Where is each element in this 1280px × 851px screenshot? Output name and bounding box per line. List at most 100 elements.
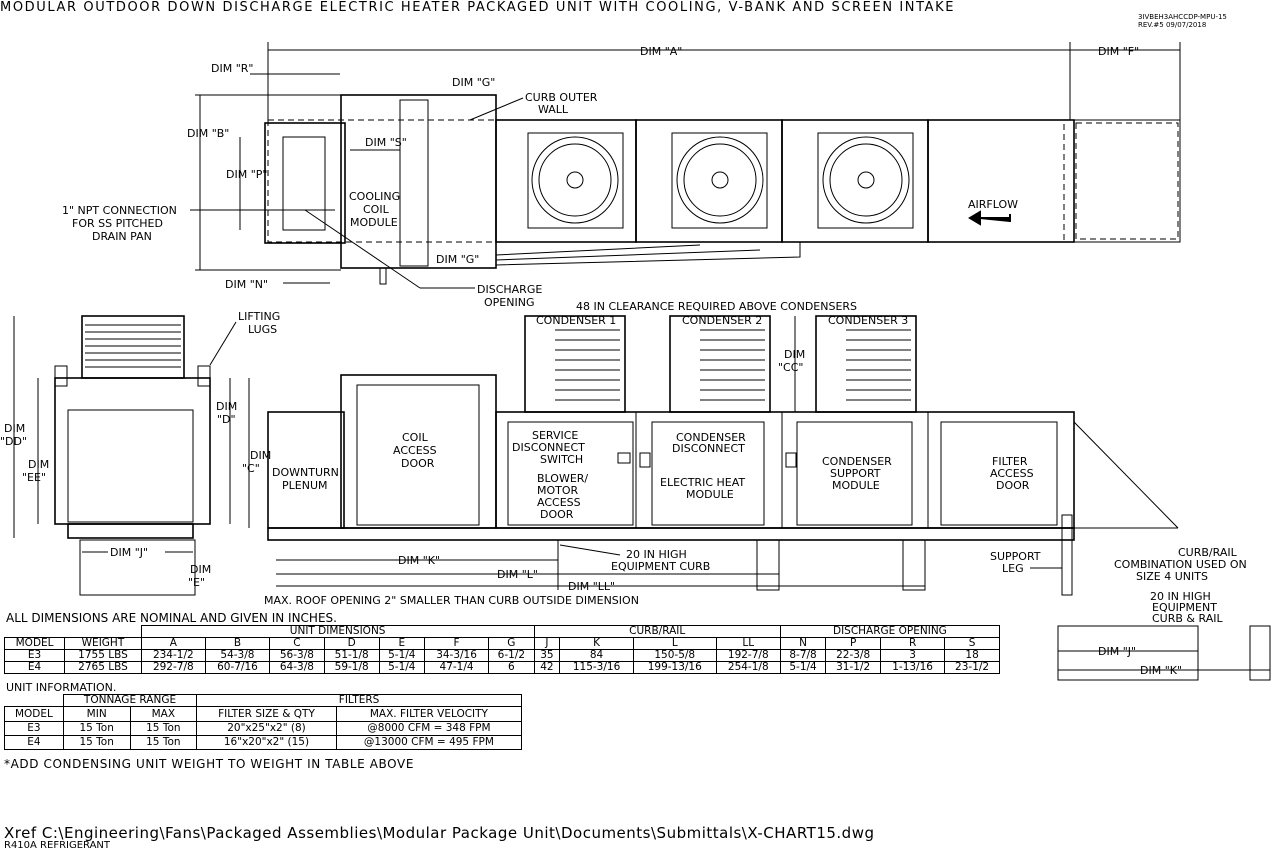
dim-cc-label: DIM [784, 348, 805, 361]
table-cell: 22-3/8 [825, 649, 882, 662]
dim-c-value: "C" [242, 462, 260, 475]
table-cell: 20"x25"x2" (8) [196, 721, 337, 736]
table-cell: 47-1/4 [423, 661, 490, 674]
support-leg-2: LEG [1002, 562, 1024, 575]
curb-rail-title-3: SIZE 4 UNITS [1136, 570, 1208, 583]
column-header: WEIGHT [64, 637, 142, 650]
dim-ee-label: DIM [28, 458, 49, 471]
table-cell: 2765 LBS [64, 661, 142, 674]
column-header: R [880, 637, 946, 650]
table-cell: 15 Ton [62, 735, 131, 750]
table-cell: 292-7/8 [140, 661, 206, 674]
table-cell: 15 Ton [62, 721, 131, 736]
filter-access-3: DOOR [996, 479, 1030, 492]
blower-door-label: DOOR [540, 508, 574, 521]
dim-table-note: ALL DIMENSIONS ARE NOMINAL AND GIVEN IN … [6, 611, 337, 625]
table-row: MODEL MIN MAX FILTER SIZE & QTY MAX. FIL… [4, 706, 523, 722]
blower-label: BLOWER/ [537, 472, 588, 485]
wall-label: WALL [538, 103, 569, 116]
dim-dd-value: "DD" [0, 435, 27, 448]
dim-dd-label: DIM [4, 422, 25, 435]
curb-rail-label-1: 20 IN HIGH [1150, 590, 1211, 603]
motor-label: MOTOR [537, 484, 579, 497]
dim-d-label: DIM [216, 400, 237, 413]
column-header: MODEL [4, 706, 64, 722]
switch-label: SWITCH [540, 453, 583, 466]
dim-ll-label: DIM "LL" [568, 580, 615, 593]
table-cell: 5-1/4 [378, 661, 425, 674]
group-header: CURB/RAIL [533, 625, 781, 638]
refrigerant-note: R410A REFRIGERANT [4, 840, 111, 851]
table-cell: 56-3/8 [269, 649, 325, 662]
dim-f-label: DIM "F" [1098, 45, 1139, 58]
column-header: LL [715, 637, 781, 650]
condenser-3-label: CONDENSER 3 [828, 314, 908, 327]
curb-rail-title-2: COMBINATION USED ON [1114, 558, 1247, 571]
xref-path: Xref C:\Engineering\Fans\Packaged Assemb… [4, 824, 875, 842]
dim-n-label: DIM "N" [225, 278, 268, 291]
table-cell: @13000 CFM = 495 FPM [335, 735, 523, 750]
dim-j-label: DIM "J" [110, 546, 148, 559]
curb-outer-label: CURB OUTER [525, 91, 598, 104]
filter-access-1: FILTER [992, 455, 1028, 468]
dim-b-label: DIM "B" [187, 127, 229, 140]
dim-c-label: DIM [250, 449, 271, 462]
table-cell: 5-1/4 [779, 661, 827, 674]
discharge-label: DISCHARGE [477, 283, 542, 296]
column-header: S [944, 637, 1000, 650]
dim-p-label: DIM "P" [226, 168, 267, 181]
coil-access-3: DOOR [401, 457, 435, 470]
group-header: UNIT DIMENSIONS [140, 625, 535, 638]
pitched-label: FOR SS PITCHED [72, 217, 163, 230]
table-cell: 54-3/8 [204, 649, 271, 662]
column-header: MAX. FILTER VELOCITY [335, 706, 523, 722]
dim-k-label: DIM "K" [398, 554, 440, 567]
table-row: E3 1755 LBS 234-1/2 54-3/8 56-3/8 51-1/8… [3, 649, 1000, 662]
coil-label: COIL [363, 203, 390, 216]
plan-view: DIM "A" DIM "F" COOLING COIL MODULE AIRF… [62, 42, 1181, 309]
column-header: MAX [129, 706, 198, 722]
group-header: DISCHARGE OPENING [779, 625, 1001, 638]
unit-table-note: UNIT INFORMATION. [6, 681, 117, 694]
table-row: E3 15 Ton 15 Ton 20"x25"x2" (8) @8000 CF… [4, 721, 523, 736]
column-header: F [423, 637, 490, 650]
column-header: J [533, 637, 561, 650]
coil-access-1: COIL [402, 431, 429, 444]
curb-rail-label-3: CURB & RAIL [1152, 612, 1223, 625]
drain-pan-label: DRAIN PAN [92, 230, 152, 243]
table-cell: 1755 LBS [64, 649, 142, 662]
table-cell: @8000 CFM = 348 FPM [335, 721, 523, 736]
table-cell: 199-13/16 [632, 661, 717, 674]
column-header: FILTER SIZE & QTY [196, 706, 337, 722]
downturn-label: DOWNTURN [272, 466, 339, 479]
table-cell: 16"x20"x2" (15) [196, 735, 337, 750]
curb-rail-dim-k: DIM "K" [1140, 664, 1182, 677]
table-cell: 5-1/4 [378, 649, 425, 662]
table-cell: 6 [488, 661, 535, 674]
condenser-support-2: SUPPORT [830, 467, 881, 480]
table-cell: 51-1/8 [323, 649, 380, 662]
service-disconnect-label: DISCONNECT [512, 441, 585, 454]
curb-rail-label-2: EQUIPMENT [1152, 601, 1217, 614]
dim-g-bottom-label: DIM "G" [436, 253, 479, 266]
dim-r-label: DIM "R" [211, 62, 253, 75]
column-header: MODEL [3, 637, 66, 650]
condenser-disc-2: DISCONNECT [672, 442, 745, 455]
coil-access-2: ACCESS [393, 444, 437, 457]
module-label: MODULE [350, 216, 398, 229]
condenser-support-3: MODULE [832, 479, 880, 492]
group-header: TONNAGE RANGE [62, 694, 198, 707]
table-cell: 1-13/16 [880, 661, 946, 674]
table-cell: 35 [533, 649, 561, 662]
cooling-label: COOLING [349, 190, 400, 203]
table-cell: 60-7/16 [204, 661, 271, 674]
drawing-id: 3IVBEH3AHCCDP-MPU-15 [1138, 13, 1227, 21]
table-cell: 18 [944, 649, 1000, 662]
table-cell: E4 [4, 735, 64, 750]
table-cell: 84 [559, 649, 634, 662]
plenum-label: PLENUM [282, 479, 327, 492]
end-view: LIFTING LUGS DIM "DD" DIM "EE" DIM "D" D… [0, 310, 280, 596]
table-cell: 23-1/2 [944, 661, 1000, 674]
table-cell: E3 [3, 649, 66, 662]
